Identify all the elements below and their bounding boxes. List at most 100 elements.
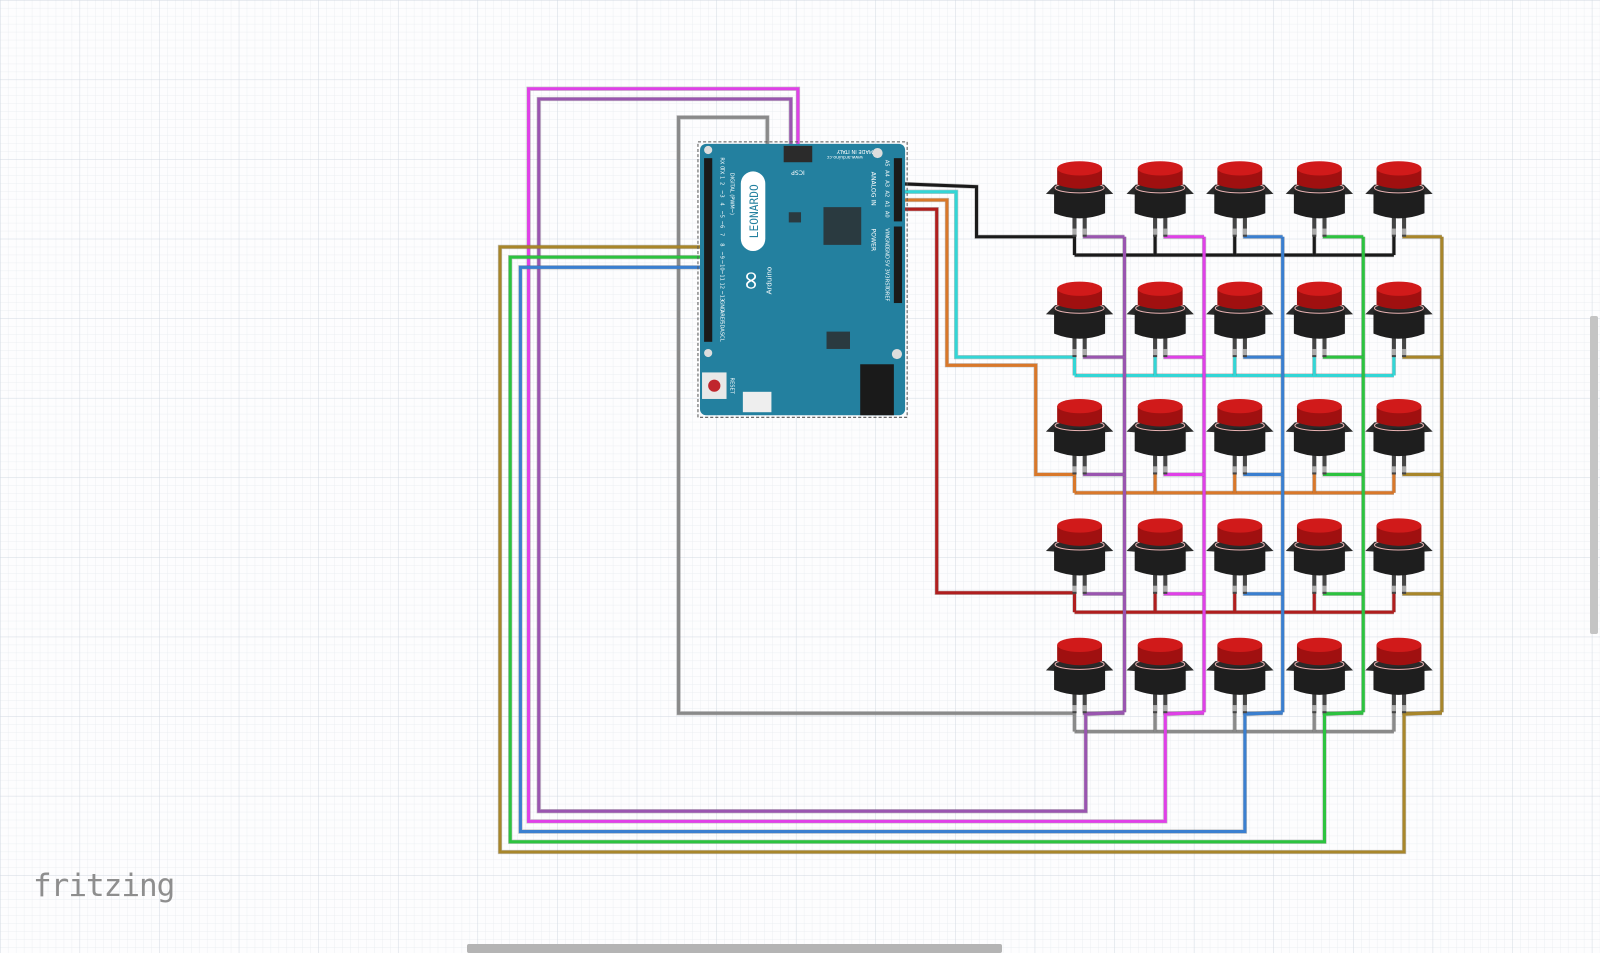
analog-header [893,158,903,222]
pin-label: SCL [718,332,724,342]
pin-label: ~10 [718,260,724,271]
pushbutton-r2-c2[interactable] [1126,281,1194,358]
col5-wire[interactable] [498,245,1442,854]
pushbutton-r3-c3[interactable] [1206,398,1274,475]
power-label: POWER [869,228,876,251]
pushbutton-r5-c4[interactable] [1285,637,1354,714]
pushbutton-r4-c4[interactable] [1285,518,1354,594]
pushbutton-r1-c2[interactable] [1126,161,1194,237]
pushbutton-r4-c3[interactable] [1206,518,1274,594]
col4-wire[interactable] [508,255,1364,844]
button-cap[interactable] [1057,281,1103,296]
arduino-leonardo-board[interactable]: LEONARDO ∞ Arduino ICSP MADE IN ITALY ww… [697,141,908,418]
pin-label: ~6 [718,221,724,229]
digital-label: DIGITAL (PWM~) [729,173,735,215]
pin-label: 4 [718,202,724,205]
digital-header [704,158,713,342]
power-header [893,226,903,304]
small-chip [788,212,802,223]
horizontal-scrollbar[interactable] [467,944,1002,953]
site-label: www.arduino.cc [826,154,863,160]
pushbutton-r2-c4[interactable] [1285,281,1354,358]
pushbutton-r5-c1[interactable] [1045,637,1114,714]
pushbutton-r5-c5[interactable] [1365,637,1433,714]
button-cap[interactable] [1137,398,1183,414]
pushbutton-r1-c5[interactable] [1365,161,1433,237]
pushbutton-r1-c4[interactable] [1285,161,1354,237]
pushbutton-r1-c3[interactable] [1206,161,1274,237]
pin-label: 7 [718,233,724,236]
button-cap[interactable] [1217,518,1263,533]
col1-wire[interactable] [537,97,1125,813]
pushbutton-r4-c1[interactable] [1045,518,1114,594]
row4-wire[interactable] [897,207,1075,595]
pushbutton-r3-c2[interactable] [1126,398,1194,475]
pin-label: 2 [718,182,724,185]
button-cap[interactable] [1376,637,1422,652]
vertical-scrollbar[interactable] [1590,316,1598,634]
button-cap[interactable] [1376,518,1422,533]
button-cap[interactable] [1057,518,1103,533]
pushbutton-r2-c3[interactable] [1206,281,1274,358]
pin-label: RST [884,279,890,290]
col2-wire[interactable] [527,87,1205,823]
button-cap[interactable] [1296,281,1342,296]
row5-wire[interactable] [677,115,1075,715]
pin-label: 3V3 [884,268,890,278]
pin-label: A0 [884,211,890,218]
button-cap[interactable] [1376,161,1422,176]
pushbutton-r2-c1[interactable] [1045,281,1114,358]
pin-label: 12 [718,282,724,288]
button-cap[interactable] [1296,398,1342,414]
board-model-label: LEONARDO [748,184,761,238]
pushbutton-r2-c5[interactable] [1365,281,1433,358]
button-cap[interactable] [1376,281,1422,296]
button-cap[interactable] [1137,281,1183,296]
button-cap[interactable] [1137,161,1183,176]
reset-button-cap[interactable] [708,379,721,392]
button-cap[interactable] [1137,518,1183,533]
pin-label: ~11 [718,270,724,281]
pin-label: GND [718,300,724,312]
button-cap[interactable] [1057,398,1103,414]
button-cap[interactable] [1137,637,1183,652]
button-cap[interactable] [1376,398,1422,414]
pin-label: IOREF [884,286,890,301]
wires-layer [497,86,1444,855]
usb-port [742,391,772,413]
button-cap[interactable] [1057,637,1103,652]
pushbutton-r1-c1[interactable] [1045,161,1114,237]
pin-label: A5 [884,160,890,167]
pushbutton-r5-c3[interactable] [1206,637,1274,714]
pin-labels: RX 0TX 12~34~5~678~9~10~1112~13GNDAREFSD… [718,157,889,341]
row2-wire[interactable] [897,190,1075,359]
pin-label: GND [884,247,890,259]
button-cap[interactable] [1217,637,1263,652]
icsp-label: ICSP [791,168,805,175]
button-cap[interactable] [1217,161,1263,176]
pushbutton-r3-c4[interactable] [1285,398,1354,475]
button-cap[interactable] [1296,637,1342,652]
button-cap[interactable] [1296,518,1342,533]
row1-wire[interactable] [897,182,1075,239]
mcu-chip [823,207,862,245]
pin-label: A3 [884,180,890,187]
button-cap[interactable] [1217,398,1263,414]
regulator [826,331,850,349]
infinity-logo: ∞ [735,270,766,292]
analog-label: ANALOG IN [869,172,876,206]
icsp-header [783,145,813,163]
button-cap[interactable] [1296,161,1342,176]
pushbutton-r3-c5[interactable] [1365,398,1433,475]
col3-wire[interactable] [518,265,1283,834]
board-brand-label: Arduino [764,267,773,295]
button-cap[interactable] [1057,161,1103,176]
button-cap[interactable] [1217,281,1263,296]
pushbutton-r4-c2[interactable] [1126,518,1194,594]
pushbutton-r4-c5[interactable] [1365,518,1433,594]
pushbutton-r5-c2[interactable] [1126,637,1194,714]
pushbutton-r3-c1[interactable] [1045,398,1114,475]
made-in-label: MADE IN ITALY [836,148,873,154]
row3-wire[interactable] [897,198,1075,476]
